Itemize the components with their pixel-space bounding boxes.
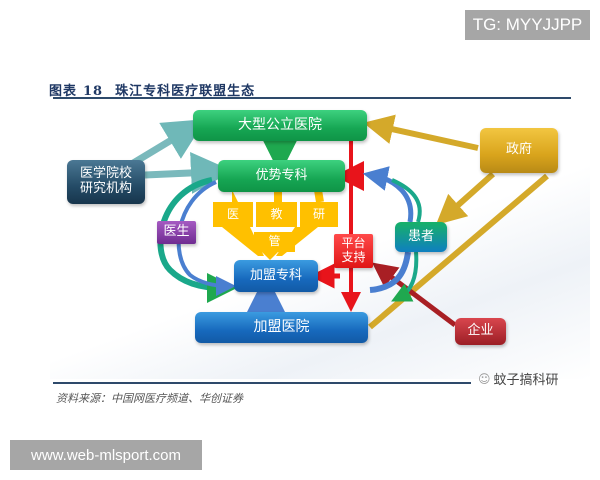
advantage-specialty-box: 优势专科 xyxy=(218,160,345,192)
figure-label: 图表 xyxy=(49,84,78,99)
watermark-top: TG: MYYJJPP xyxy=(465,10,590,40)
brand-mark: ☺ 蚊子搞科研 xyxy=(478,369,559,389)
patient-box: 患者 xyxy=(395,222,447,252)
figure-number: 18 xyxy=(83,84,104,99)
support-management-box: 管 xyxy=(254,232,295,252)
government-box: 政府 xyxy=(480,128,558,173)
source-note: 资料来源：中国网医疗频道、华创证券 xyxy=(56,392,243,405)
platform-support-box: 平台 支持 xyxy=(334,234,373,268)
figure-title-text: 珠江专科医疗联盟生态 xyxy=(115,84,256,99)
doctor-box: 医生 xyxy=(157,221,196,244)
footer-rule xyxy=(53,382,471,384)
medical-school-box: 医学院校 研究机构 xyxy=(67,160,145,204)
brand-icon: ☺ xyxy=(478,371,491,386)
title-rule xyxy=(53,97,571,99)
support-medical-box: 医 xyxy=(213,202,253,227)
platform-line1: 平台 xyxy=(341,236,366,251)
large-public-hospital-box: 大型公立医院 xyxy=(193,110,367,141)
support-research-box: 研 xyxy=(300,202,338,227)
medical-school-line2: 研究机构 xyxy=(79,181,132,196)
watermark-bottom: www.web-mlsport.com xyxy=(10,440,202,470)
platform-line2: 支持 xyxy=(341,250,366,264)
medical-school-line1: 医学院校 xyxy=(79,166,132,182)
enterprise-box: 企业 xyxy=(455,318,506,345)
brand-name: 蚊子搞科研 xyxy=(493,373,559,388)
alliance-specialty-box: 加盟专科 xyxy=(234,260,318,292)
support-teaching-box: 教 xyxy=(256,202,297,227)
figure-title: 图表 18 珠江专科医疗联盟生态 xyxy=(49,80,255,99)
alliance-hospital-box: 加盟医院 xyxy=(195,312,368,343)
